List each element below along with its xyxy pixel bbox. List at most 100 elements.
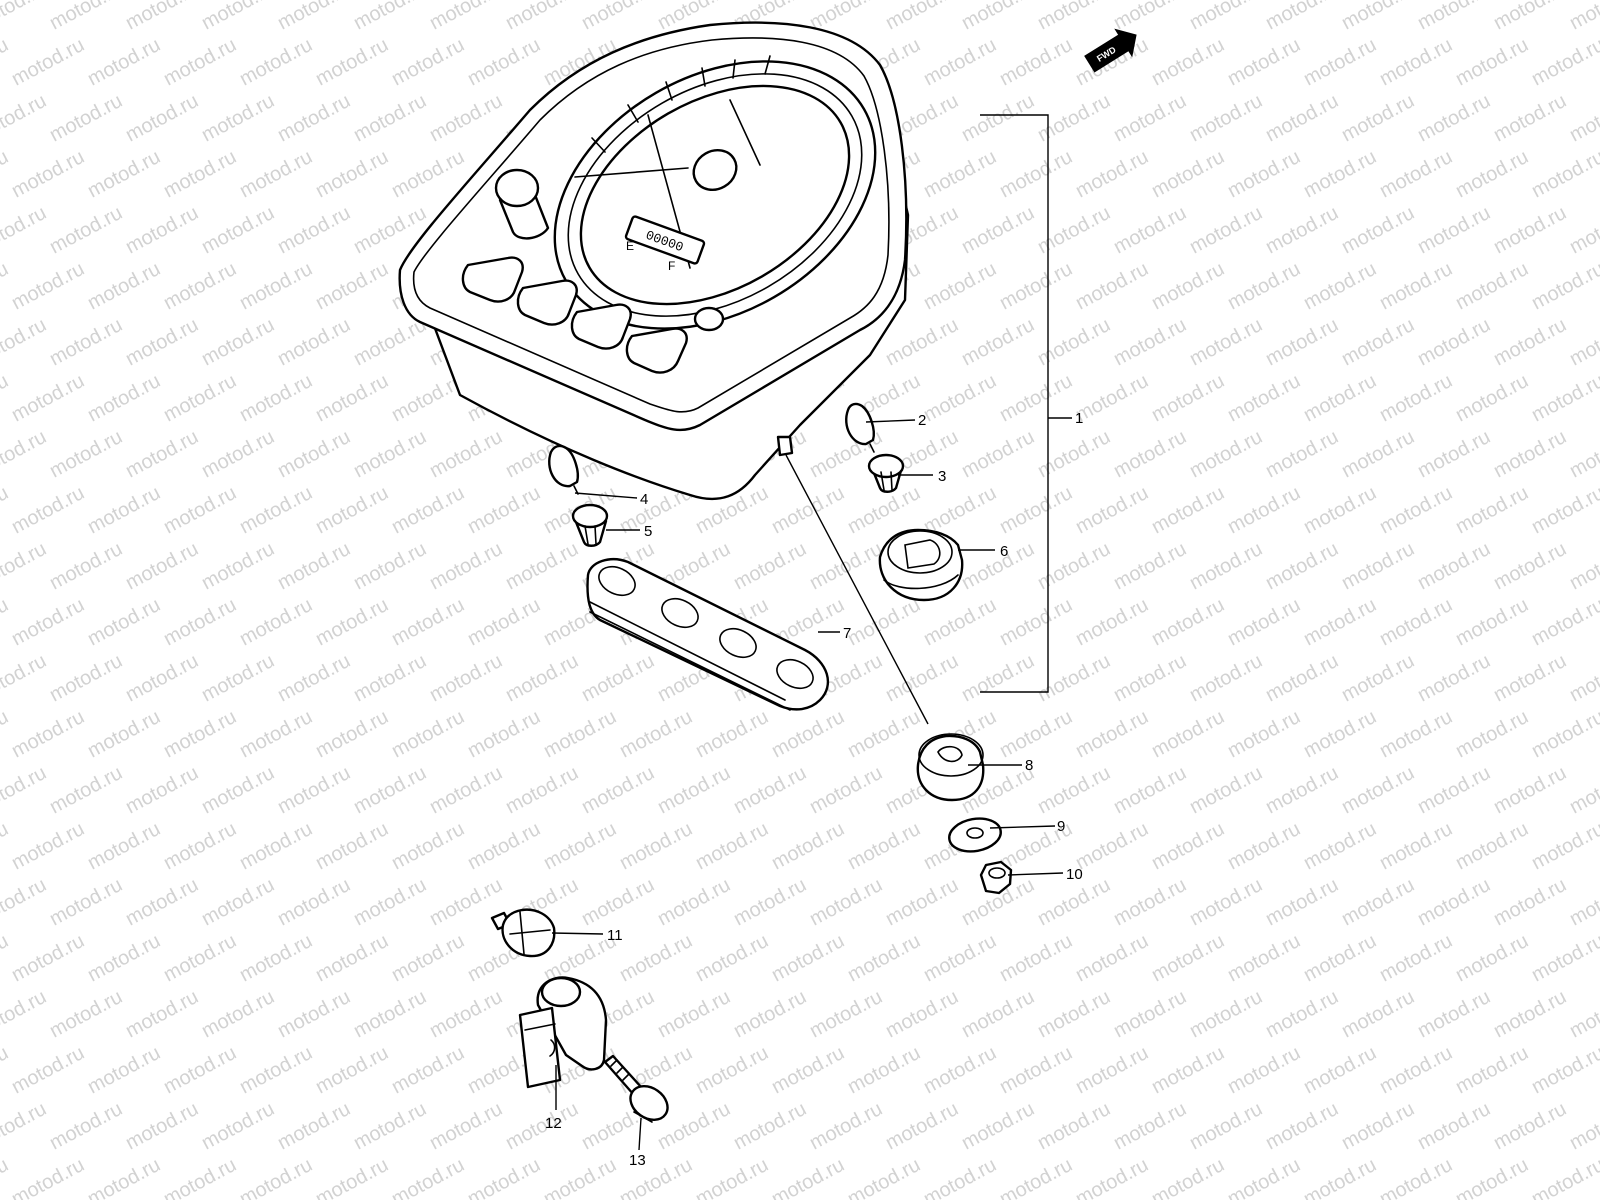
watermark-text: motod.ru <box>844 1042 924 1098</box>
watermark-text: motod.ru <box>1262 1098 1342 1154</box>
watermark-text: motod.ru <box>350 314 430 370</box>
watermark-text: motod.ru <box>1566 650 1600 706</box>
watermark-text: motod.ru <box>1490 314 1570 370</box>
watermark-text: motod.ru <box>806 874 886 930</box>
watermark-text: motod.ru <box>0 930 12 986</box>
watermark-text: motod.ru <box>1528 370 1600 426</box>
watermark-text: motod.ru <box>1072 594 1152 650</box>
watermark-text: motod.ru <box>920 1154 1000 1200</box>
watermark-text: motod.ru <box>1338 986 1418 1042</box>
watermark-text: motod.ru <box>1528 34 1600 90</box>
watermark-text: motod.ru <box>84 930 164 986</box>
watermark-text: motod.ru <box>1110 314 1190 370</box>
watermark-text: motod.ru <box>1566 986 1600 1042</box>
watermark-text: motod.ru <box>84 594 164 650</box>
watermark-text: motod.ru <box>1262 314 1342 370</box>
watermark-text: motod.ru <box>312 370 392 426</box>
watermark-text: motod.ru <box>1566 202 1600 258</box>
watermark-text: motod.ru <box>806 986 886 1042</box>
watermark-text: motod.ru <box>8 1042 88 1098</box>
watermark-text: motod.ru <box>8 594 88 650</box>
watermark-text: motod.ru <box>1376 370 1456 426</box>
watermark-text: motod.ru <box>1110 538 1190 594</box>
watermark-text: motod.ru <box>8 1154 88 1200</box>
watermark-text: motod.ru <box>1034 538 1114 594</box>
watermark-text: motod.ru <box>84 706 164 762</box>
watermark-text: motod.ru <box>1338 762 1418 818</box>
watermark-text: motod.ru <box>768 930 848 986</box>
watermark-text: motod.ru <box>1490 0 1570 34</box>
watermark-text: motod.ru <box>1490 650 1570 706</box>
watermark-text: motod.ru <box>388 930 468 986</box>
meter-assembly: 00000 E F <box>398 21 910 501</box>
watermark-text: motod.ru <box>1110 426 1190 482</box>
watermark-text: motod.ru <box>274 538 354 594</box>
watermark-text: motod.ru <box>996 146 1076 202</box>
watermark-text: motod.ru <box>1034 202 1114 258</box>
watermark-text: motod.ru <box>1300 482 1380 538</box>
watermark-text: motod.ru <box>730 986 810 1042</box>
needle-hub <box>692 149 738 191</box>
watermark-text: motod.ru <box>350 426 430 482</box>
watermark-text: motod.ru <box>540 818 620 874</box>
watermark-text: motod.ru <box>8 34 88 90</box>
watermark-text: motod.ru <box>350 538 430 594</box>
watermark-text: motod.ru <box>920 930 1000 986</box>
watermark-text: motod.ru <box>1338 650 1418 706</box>
watermark-text: motod.ru <box>84 370 164 426</box>
bulb-socket-right <box>867 453 905 493</box>
callout-11: 11 <box>607 927 623 944</box>
watermark-text: motod.ru <box>958 1098 1038 1154</box>
watermark-text: motod.ru <box>1300 146 1380 202</box>
watermark-text: motod.ru <box>84 1154 164 1200</box>
watermark-text: motod.ru <box>46 986 126 1042</box>
watermark-text: motod.ru <box>122 762 202 818</box>
watermark-text: motod.ru <box>236 146 316 202</box>
bulb-left <box>548 444 579 495</box>
watermark-text: motod.ru <box>274 762 354 818</box>
watermark-text: motod.ru <box>46 874 126 930</box>
watermark-text: motod.ru <box>692 1154 772 1200</box>
watermark-text: motod.ru <box>996 1042 1076 1098</box>
watermark-text: motod.ru <box>1300 706 1380 762</box>
watermark-text: motod.ru <box>1034 1098 1114 1154</box>
watermark-text: motod.ru <box>160 594 240 650</box>
watermark-text: motod.ru <box>958 202 1038 258</box>
watermark-text: motod.ru <box>1452 1154 1532 1200</box>
watermark-text: motod.ru <box>388 482 468 538</box>
watermark-text: motod.ru <box>1414 0 1494 34</box>
watermark-text: motod.ru <box>1262 426 1342 482</box>
watermark-text: motod.ru <box>1376 482 1456 538</box>
watermark-text: motod.ru <box>122 538 202 594</box>
watermark-text: motod.ru <box>1376 1042 1456 1098</box>
watermark-text: motod.ru <box>1528 594 1600 650</box>
watermark-text: motod.ru <box>1452 930 1532 986</box>
watermark-text: motod.ru <box>1414 874 1494 930</box>
watermark-text: motod.ru <box>1072 482 1152 538</box>
watermark-text: motod.ru <box>274 314 354 370</box>
callout-5: 5 <box>644 523 652 540</box>
watermark-text: motod.ru <box>464 594 544 650</box>
watermark-text: motod.ru <box>882 1098 962 1154</box>
watermark-text: motod.ru <box>920 258 1000 314</box>
watermark-text: motod.ru <box>692 930 772 986</box>
watermark-text: motod.ru <box>1452 706 1532 762</box>
watermark-text: motod.ru <box>388 818 468 874</box>
watermark-text: motod.ru <box>1300 594 1380 650</box>
watermark-text: motod.ru <box>312 930 392 986</box>
watermark-text: motod.ru <box>844 706 924 762</box>
speedometer-needle <box>574 167 689 178</box>
watermark-text: motod.ru <box>426 538 506 594</box>
watermark-text: motod.ru <box>1186 874 1266 930</box>
watermark-text: motod.ru <box>8 482 88 538</box>
watermark-text: motod.ru <box>1452 370 1532 426</box>
watermark-text: motod.ru <box>768 1042 848 1098</box>
watermark-text: motod.ru <box>1490 1098 1570 1154</box>
watermark-text: motod.ru <box>1566 314 1600 370</box>
callout-8: 8 <box>1025 757 1033 774</box>
watermark-text: motod.ru <box>502 650 582 706</box>
watermark-text: motod.ru <box>160 370 240 426</box>
watermark-text: motod.ru <box>1376 930 1456 986</box>
watermark-text: motod.ru <box>730 538 810 594</box>
watermark-text: motod.ru <box>122 986 202 1042</box>
